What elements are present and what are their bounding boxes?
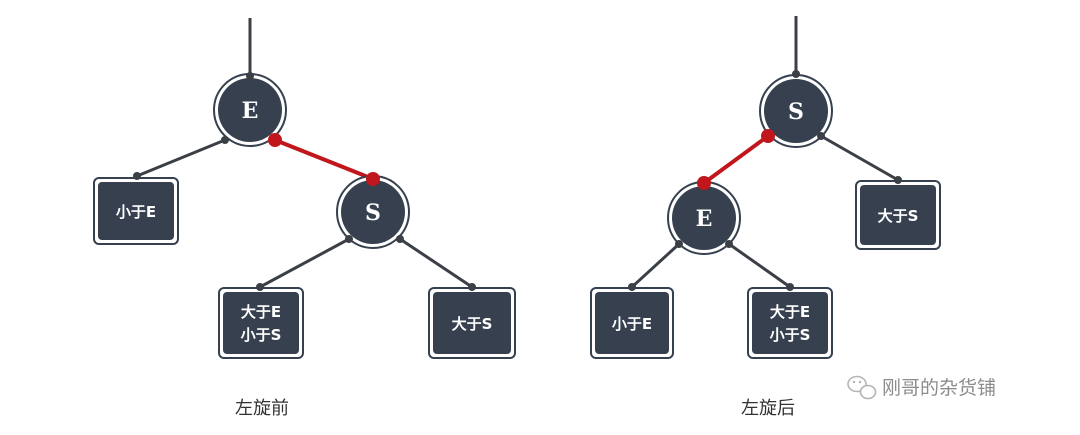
caption-after: 左旋后: [741, 398, 795, 419]
before-rotation-tree: E S 小于E 大于E 小于S 大于S: [93, 18, 516, 419]
dot: [221, 136, 229, 144]
highlight-dot: [268, 133, 282, 147]
box-between-line-2: 小于S: [770, 326, 811, 344]
edge-e-to-mid: [728, 242, 791, 289]
node-s: S: [336, 175, 410, 249]
dot: [786, 283, 794, 291]
dot: [345, 235, 353, 243]
box-greater-than-s: 大于S: [855, 180, 941, 250]
after-rotation-tree: S E 大于S 小于E 大于E 小于S: [590, 16, 941, 419]
node-s: S: [759, 74, 833, 148]
dot: [894, 176, 902, 184]
wechat-icon: [847, 375, 877, 400]
box-between-line-2: 小于S: [241, 326, 282, 344]
box-less-than-e: 小于E: [590, 287, 674, 359]
edge-s-to-gt-s: [399, 237, 473, 289]
node-s-label: S: [788, 99, 804, 125]
box-less-than-e-label: 小于E: [116, 203, 156, 221]
box-between-e-and-s: 大于E 小于S: [747, 287, 833, 359]
dot: [628, 283, 636, 291]
node-s-label: S: [365, 200, 381, 226]
dot: [246, 72, 254, 80]
box-greater-than-s: 大于S: [428, 287, 516, 359]
watermark: 刚哥的杂货铺: [847, 375, 996, 400]
edge-s-to-e-highlight: [702, 134, 770, 185]
dot: [792, 70, 800, 78]
highlight-dot: [761, 129, 775, 143]
box-greater-than-s-label: 大于S: [878, 207, 919, 225]
node-e: E: [213, 73, 287, 147]
box-between-line-1: 大于E: [770, 303, 810, 321]
dot: [256, 283, 264, 291]
caption-before: 左旋前: [235, 398, 289, 419]
box-between-e-and-s: 大于E 小于S: [218, 287, 304, 359]
box-between-line-1: 大于E: [241, 303, 281, 321]
edge-s-to-gt-s: [820, 134, 899, 182]
edge-e-to-lt-e: [630, 242, 681, 289]
highlight-dot: [697, 176, 711, 190]
box-greater-than-s-label: 大于S: [452, 315, 493, 333]
dot: [675, 240, 683, 248]
edge-e-to-s-highlight: [274, 138, 374, 181]
node-e-label: E: [696, 206, 713, 232]
edge-e-to-lt-e: [136, 138, 226, 178]
highlight-dot: [366, 172, 380, 186]
node-e-label: E: [242, 98, 259, 124]
edge-s-to-mid: [259, 237, 350, 289]
box-less-than-e: 小于E: [93, 177, 179, 245]
watermark-text: 刚哥的杂货铺: [882, 377, 996, 399]
dot: [133, 172, 141, 180]
dot: [468, 283, 476, 291]
dot: [817, 132, 825, 140]
box-less-than-e-label: 小于E: [612, 315, 652, 333]
node-e: E: [667, 181, 741, 255]
dot: [725, 240, 733, 248]
dot: [396, 235, 404, 243]
